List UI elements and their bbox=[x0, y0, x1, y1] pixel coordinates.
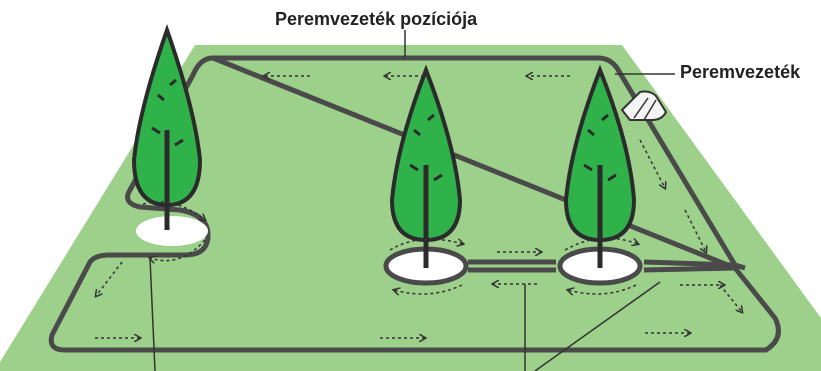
leader-lines bbox=[149, 30, 675, 371]
robotic-mower-icon bbox=[620, 90, 668, 121]
wire-position-label: Peremvezeték pozíciója bbox=[275, 9, 478, 29]
boundary-wire-label: Peremvezeték bbox=[680, 62, 801, 82]
tree-icon bbox=[563, 64, 637, 268]
boundary-wire-loop bbox=[48, 55, 781, 353]
direction-arrow-icon bbox=[95, 76, 742, 338]
tree-icon bbox=[131, 23, 203, 230]
boundary-wire-branch bbox=[468, 259, 736, 273]
tree-island-left bbox=[136, 216, 208, 246]
